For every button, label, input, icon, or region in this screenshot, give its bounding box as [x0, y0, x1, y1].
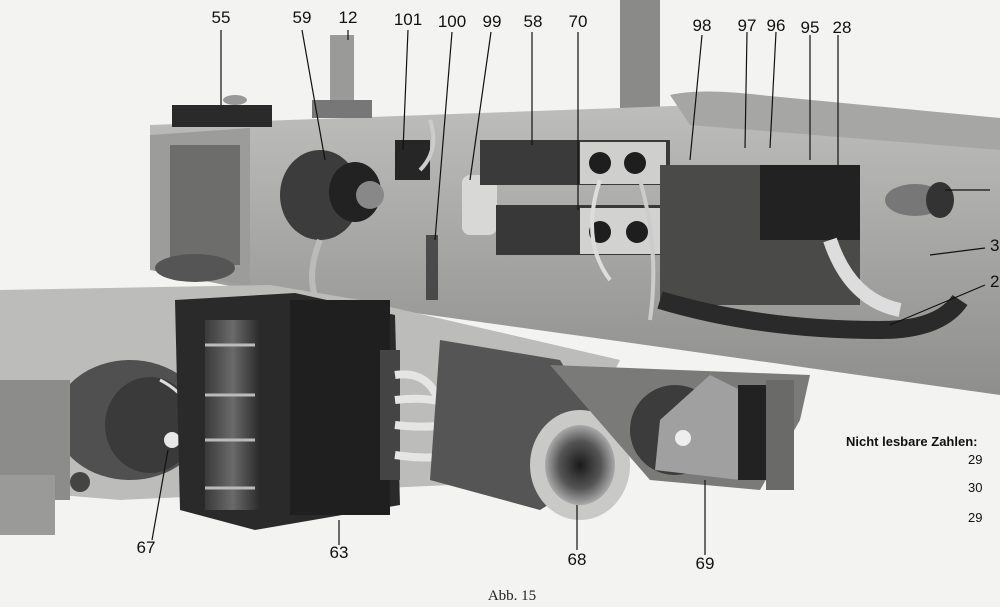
figure-caption: Abb. 15: [487, 588, 537, 604]
label-55: 55: [211, 8, 231, 27]
label-67: 67: [136, 538, 156, 557]
label-95: 95: [800, 18, 820, 37]
label-edge-2: 2: [990, 272, 1000, 291]
label-97: 97: [737, 16, 757, 35]
label-63: 63: [329, 543, 349, 562]
label-98: 98: [692, 16, 712, 35]
label-12: 12: [338, 8, 358, 27]
note-value: 29: [968, 452, 983, 467]
label-58: 58: [523, 12, 543, 31]
label-69: 69: [695, 554, 715, 573]
note-title: Nicht lesbare Zahlen:: [846, 434, 978, 449]
note-value: 29: [968, 510, 983, 525]
label-68: 68: [567, 550, 587, 569]
label-100: 100: [437, 12, 467, 31]
label-70: 70: [568, 12, 588, 31]
label-96: 96: [766, 16, 786, 35]
label-99: 99: [482, 12, 502, 31]
label-edge-3: 3: [990, 236, 1000, 255]
note-value: 30: [968, 480, 983, 495]
label-101: 101: [393, 10, 423, 29]
label-28: 28: [832, 18, 852, 37]
label-59: 59: [292, 8, 312, 27]
